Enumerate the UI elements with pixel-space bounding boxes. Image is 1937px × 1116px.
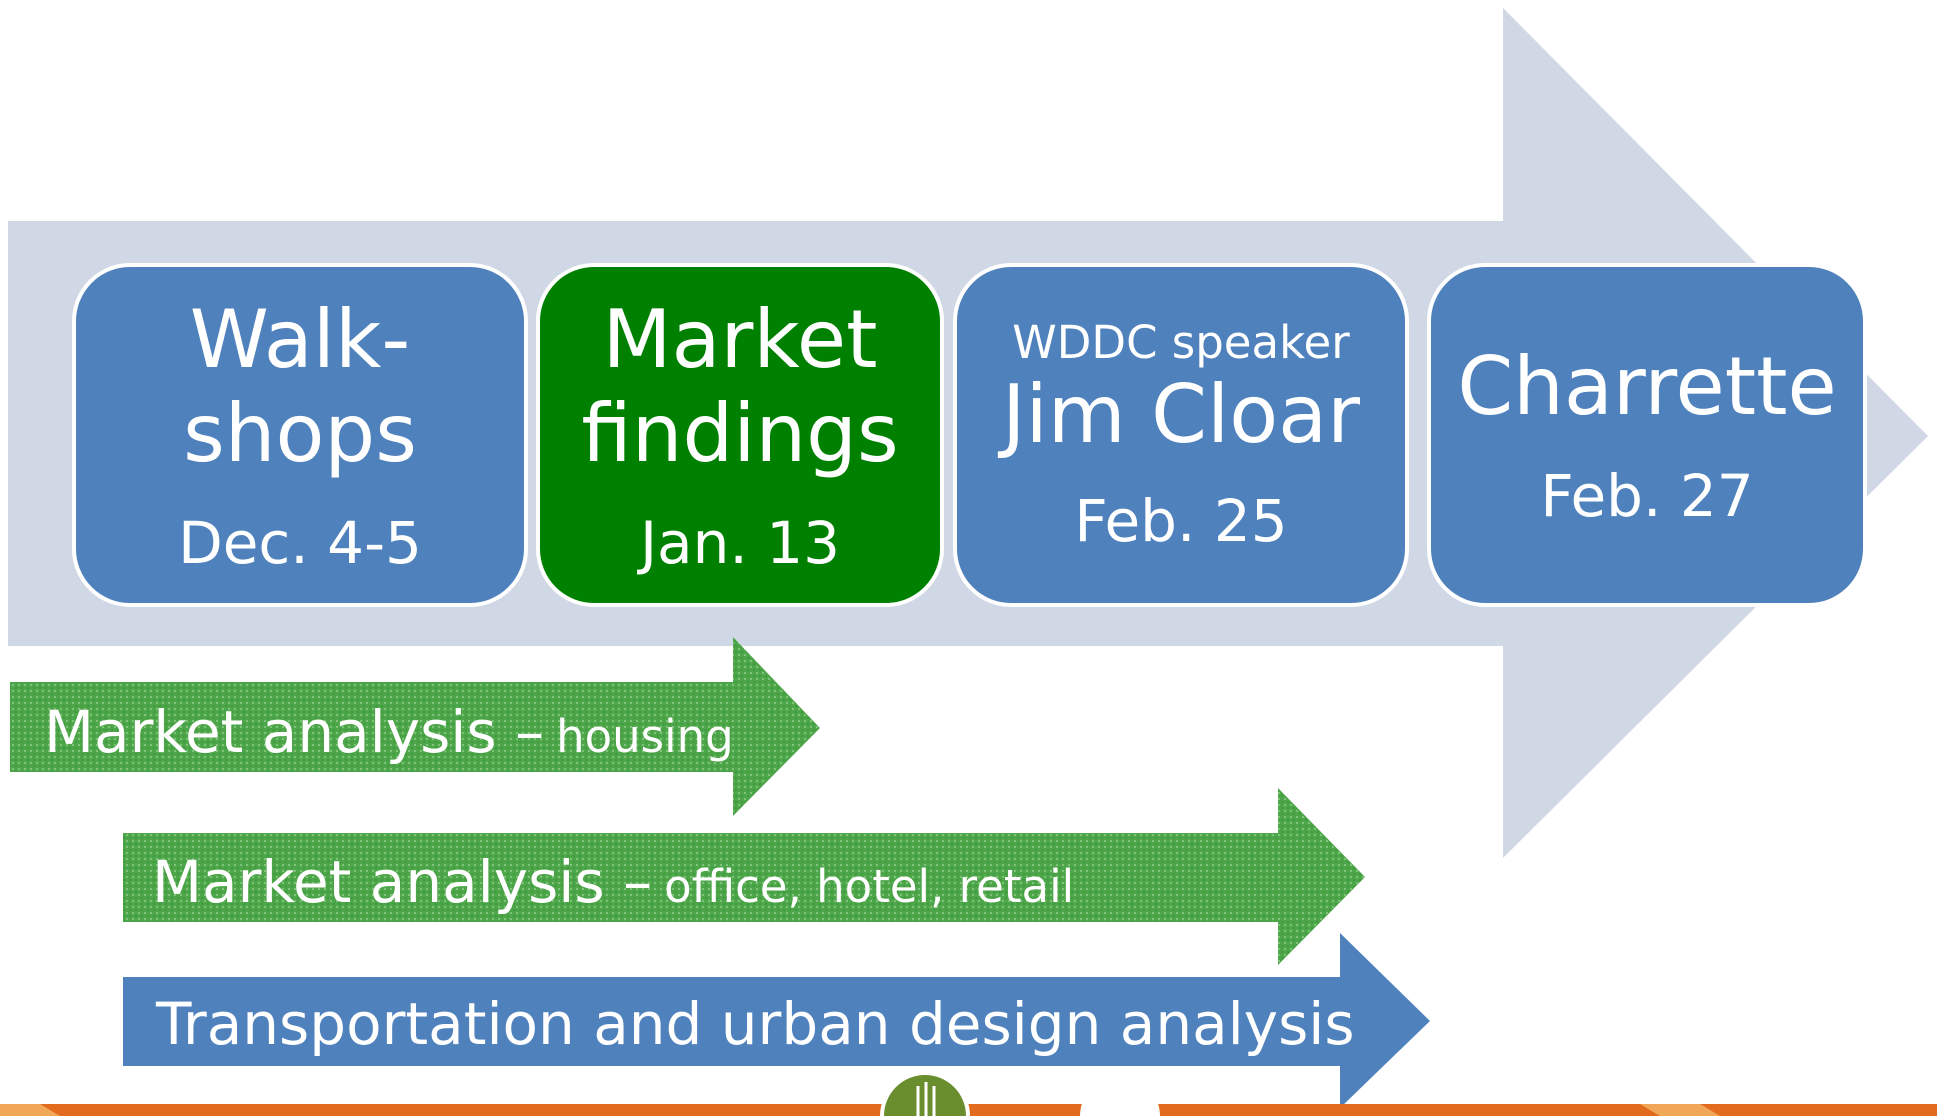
market-office-label-main: Market analysis –: [152, 848, 653, 916]
footer-banner: [0, 1071, 1937, 1116]
charrette-date: Feb. 27: [1540, 462, 1754, 531]
jim-cloar-title: Jim Cloar: [1001, 367, 1361, 461]
market-findings-date: Jan. 13: [639, 509, 841, 578]
jim-cloar-box: WDDC speaker Jim Cloar Feb. 25: [953, 263, 1409, 607]
wddc-speaker-label: WDDC speaker: [1012, 315, 1350, 369]
market-housing-label-main: Market analysis –: [44, 698, 545, 766]
transportation-arrow: [123, 933, 1430, 1108]
market-housing-arrow: [10, 637, 820, 816]
market-housing-label: Market analysis – housing: [44, 698, 734, 766]
market-housing-label-detail: housing: [556, 710, 734, 763]
charrette-box: Charrette Feb. 27: [1427, 263, 1867, 607]
walkshops-box: Walk- shops Dec. 4-5: [72, 263, 528, 607]
transportation-label: Transportation and urban design analysis: [156, 990, 1355, 1058]
walkshops-title: Walk- shops: [183, 292, 417, 480]
market-office-arrow: [123, 788, 1365, 965]
jim-cloar-date: Feb. 25: [1074, 486, 1288, 555]
market-office-label: Market analysis – office, hotel, retail: [152, 848, 1074, 916]
market-findings-title: Market findings: [581, 292, 899, 480]
charrette-title: Charrette: [1457, 339, 1837, 433]
walkshops-date: Dec. 4-5: [178, 509, 422, 578]
market-findings-box: Market findings Jan. 13: [536, 263, 944, 607]
market-office-label-detail: office, hotel, retail: [664, 860, 1075, 913]
transportation-label-main: Transportation and urban design analysis: [156, 990, 1355, 1058]
